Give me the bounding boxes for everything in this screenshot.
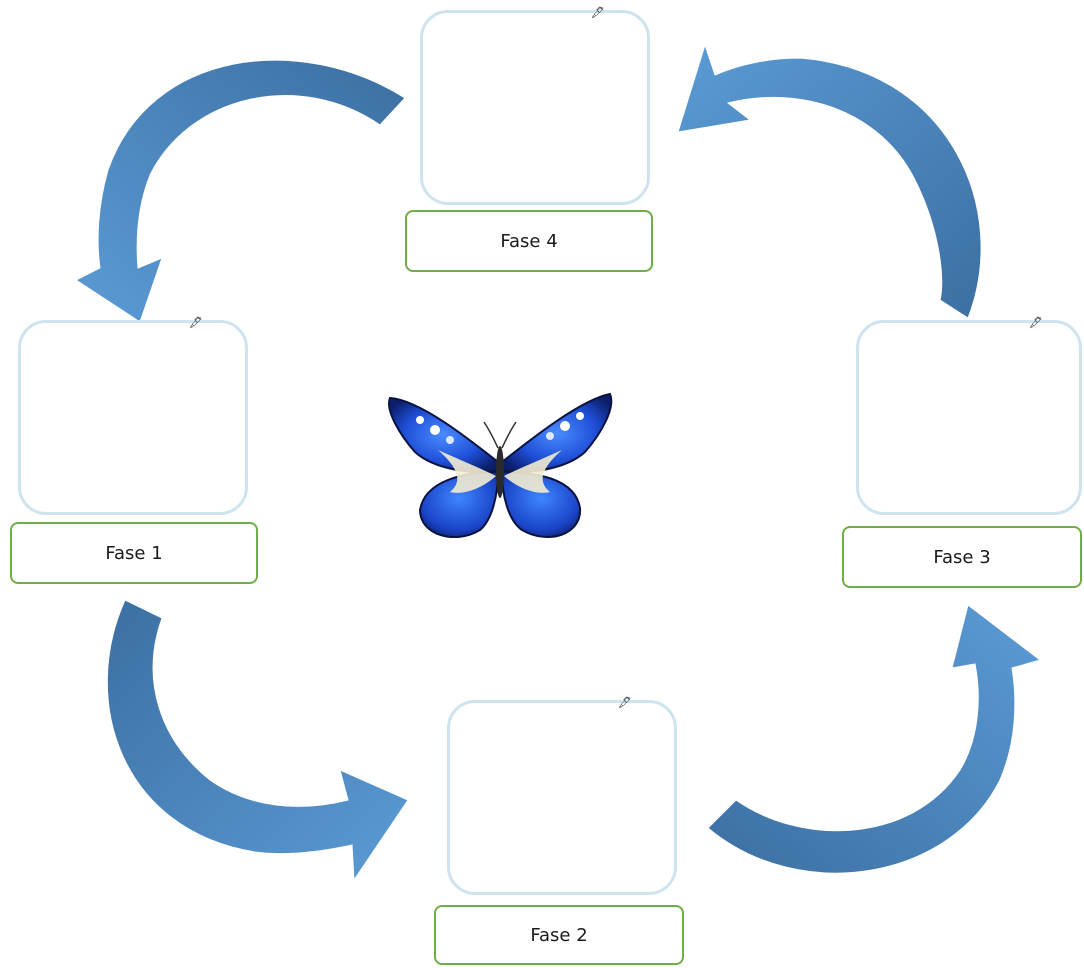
box-corner-mark: 🖋 <box>1029 316 1043 329</box>
phase-label-fase-3: Fase 3 <box>842 526 1082 588</box>
phase-box-fase-1: 🖋 <box>18 316 248 515</box>
phase-label-fase-2: Fase 2 <box>434 905 684 965</box>
arrow-fase1-to-fase2 <box>106 599 409 882</box>
box-corner-mark: 🖋 <box>189 316 203 329</box>
arrow-fase4-to-fase1 <box>74 59 406 323</box>
box-corner-mark: 🖋 <box>591 6 605 19</box>
phase-box-fase-2: 🖋 <box>447 696 677 895</box>
phase-label-fase-4: Fase 4 <box>405 210 653 272</box>
box-corner-mark: 🖋 <box>618 696 632 709</box>
arrow-fase3-to-fase4 <box>677 43 982 319</box>
phase-box-fase-4: 🖋 <box>420 6 650 205</box>
butterfly-image <box>388 392 613 539</box>
arrow-fase2-to-fase3 <box>707 604 1042 874</box>
phase-box-fase-3: 🖋 <box>856 316 1082 515</box>
phase-label-fase-1: Fase 1 <box>10 522 258 584</box>
